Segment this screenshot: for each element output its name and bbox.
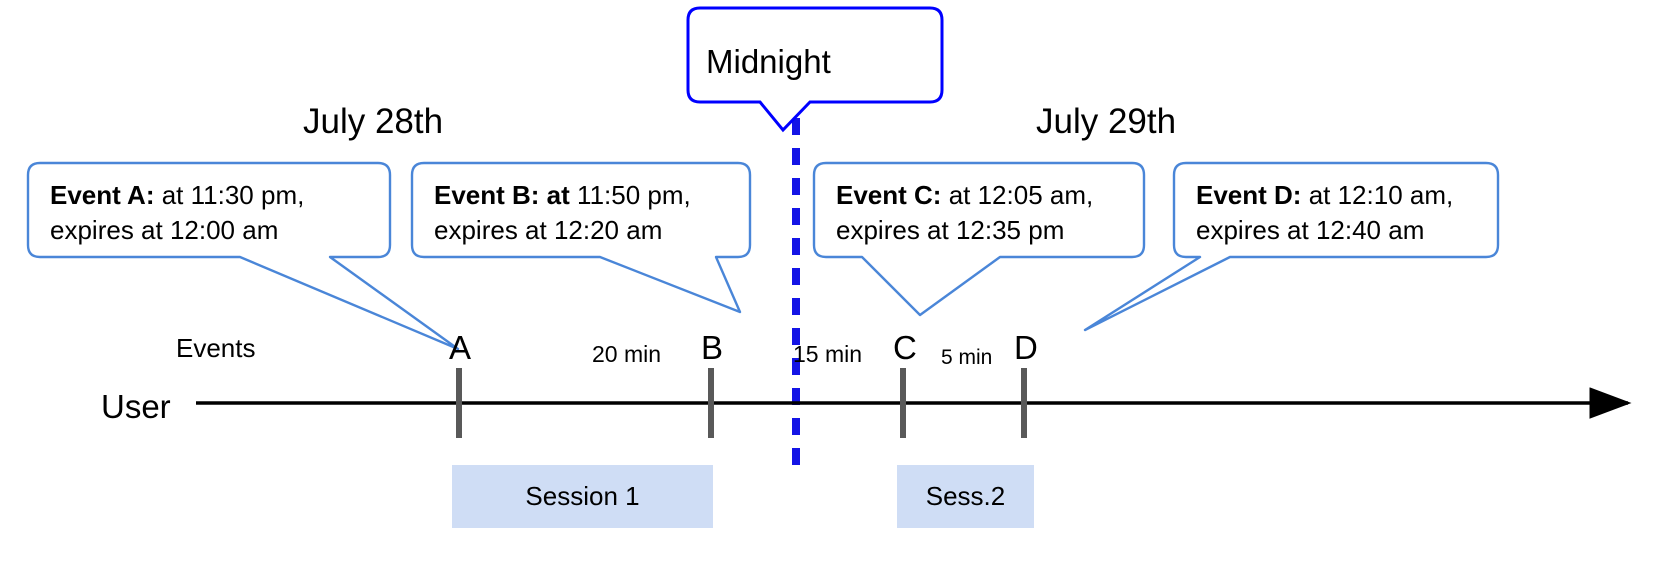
event-c-callout-text: Event C: at 12:05 am, expires at 12:35 p… [836,178,1093,249]
session-box-2[interactable]: Sess.2 [897,465,1034,528]
event-a-callout-shape [26,161,460,351]
session-box-1[interactable]: Session 1 [452,465,713,528]
event-c-rest: at 12:05 am, [941,180,1094,210]
day-label-july-29: July 29th [1036,102,1177,141]
user-row-label: User [101,388,171,425]
event-b-callout-text: Event B: at 11:50 pm, expires at 12:20 a… [434,178,691,249]
event-a-callout-text: Event A: at 11:30 pm, expires at 12:00 a… [50,178,304,249]
interval-label-c-d: 5 min [941,346,993,369]
event-a-bold: Event A: [50,180,155,210]
session-2-label: Sess.2 [925,481,1006,511]
event-b-rest: 11:50 pm, [569,180,691,210]
event-b-callout-shape [410,161,752,314]
midnight-label: Midnight [706,43,831,80]
event-d-callout-shape [1083,161,1500,332]
events-row-label: Events [176,333,256,363]
event-c-bold: Event C: [836,180,942,210]
event-d-rest: at 12:10 am, [1301,180,1454,210]
marker-label-a: A [449,329,472,366]
event-c-line2: expires at 12:35 pm [836,215,1065,246]
session-1-label: Session 1 [525,481,640,511]
event-a-rest: at 11:30 pm, [154,180,305,210]
marker-label-b: B [701,329,724,366]
marker-label-d: D [1014,329,1038,366]
event-b-line2: expires at 12:20 am [434,215,663,246]
event-d-callout-text: Event D: at 12:10 am, expires at 12:40 a… [1196,178,1453,249]
event-d-line2: expires at 12:40 am [1196,215,1425,246]
midnight-callout-shape [686,6,944,133]
event-a-line2: expires at 12:00 am [50,215,279,246]
day-label-july-28: July 28th [303,102,444,141]
marker-label-c: C [893,329,917,366]
event-d-bold: Event D: [1196,180,1302,210]
interval-label-b-c: 15 min [793,341,863,367]
event-b-bold: Event B: at [434,180,570,210]
interval-label-a-b: 20 min [592,341,662,367]
event-c-callout-shape [812,161,1146,317]
